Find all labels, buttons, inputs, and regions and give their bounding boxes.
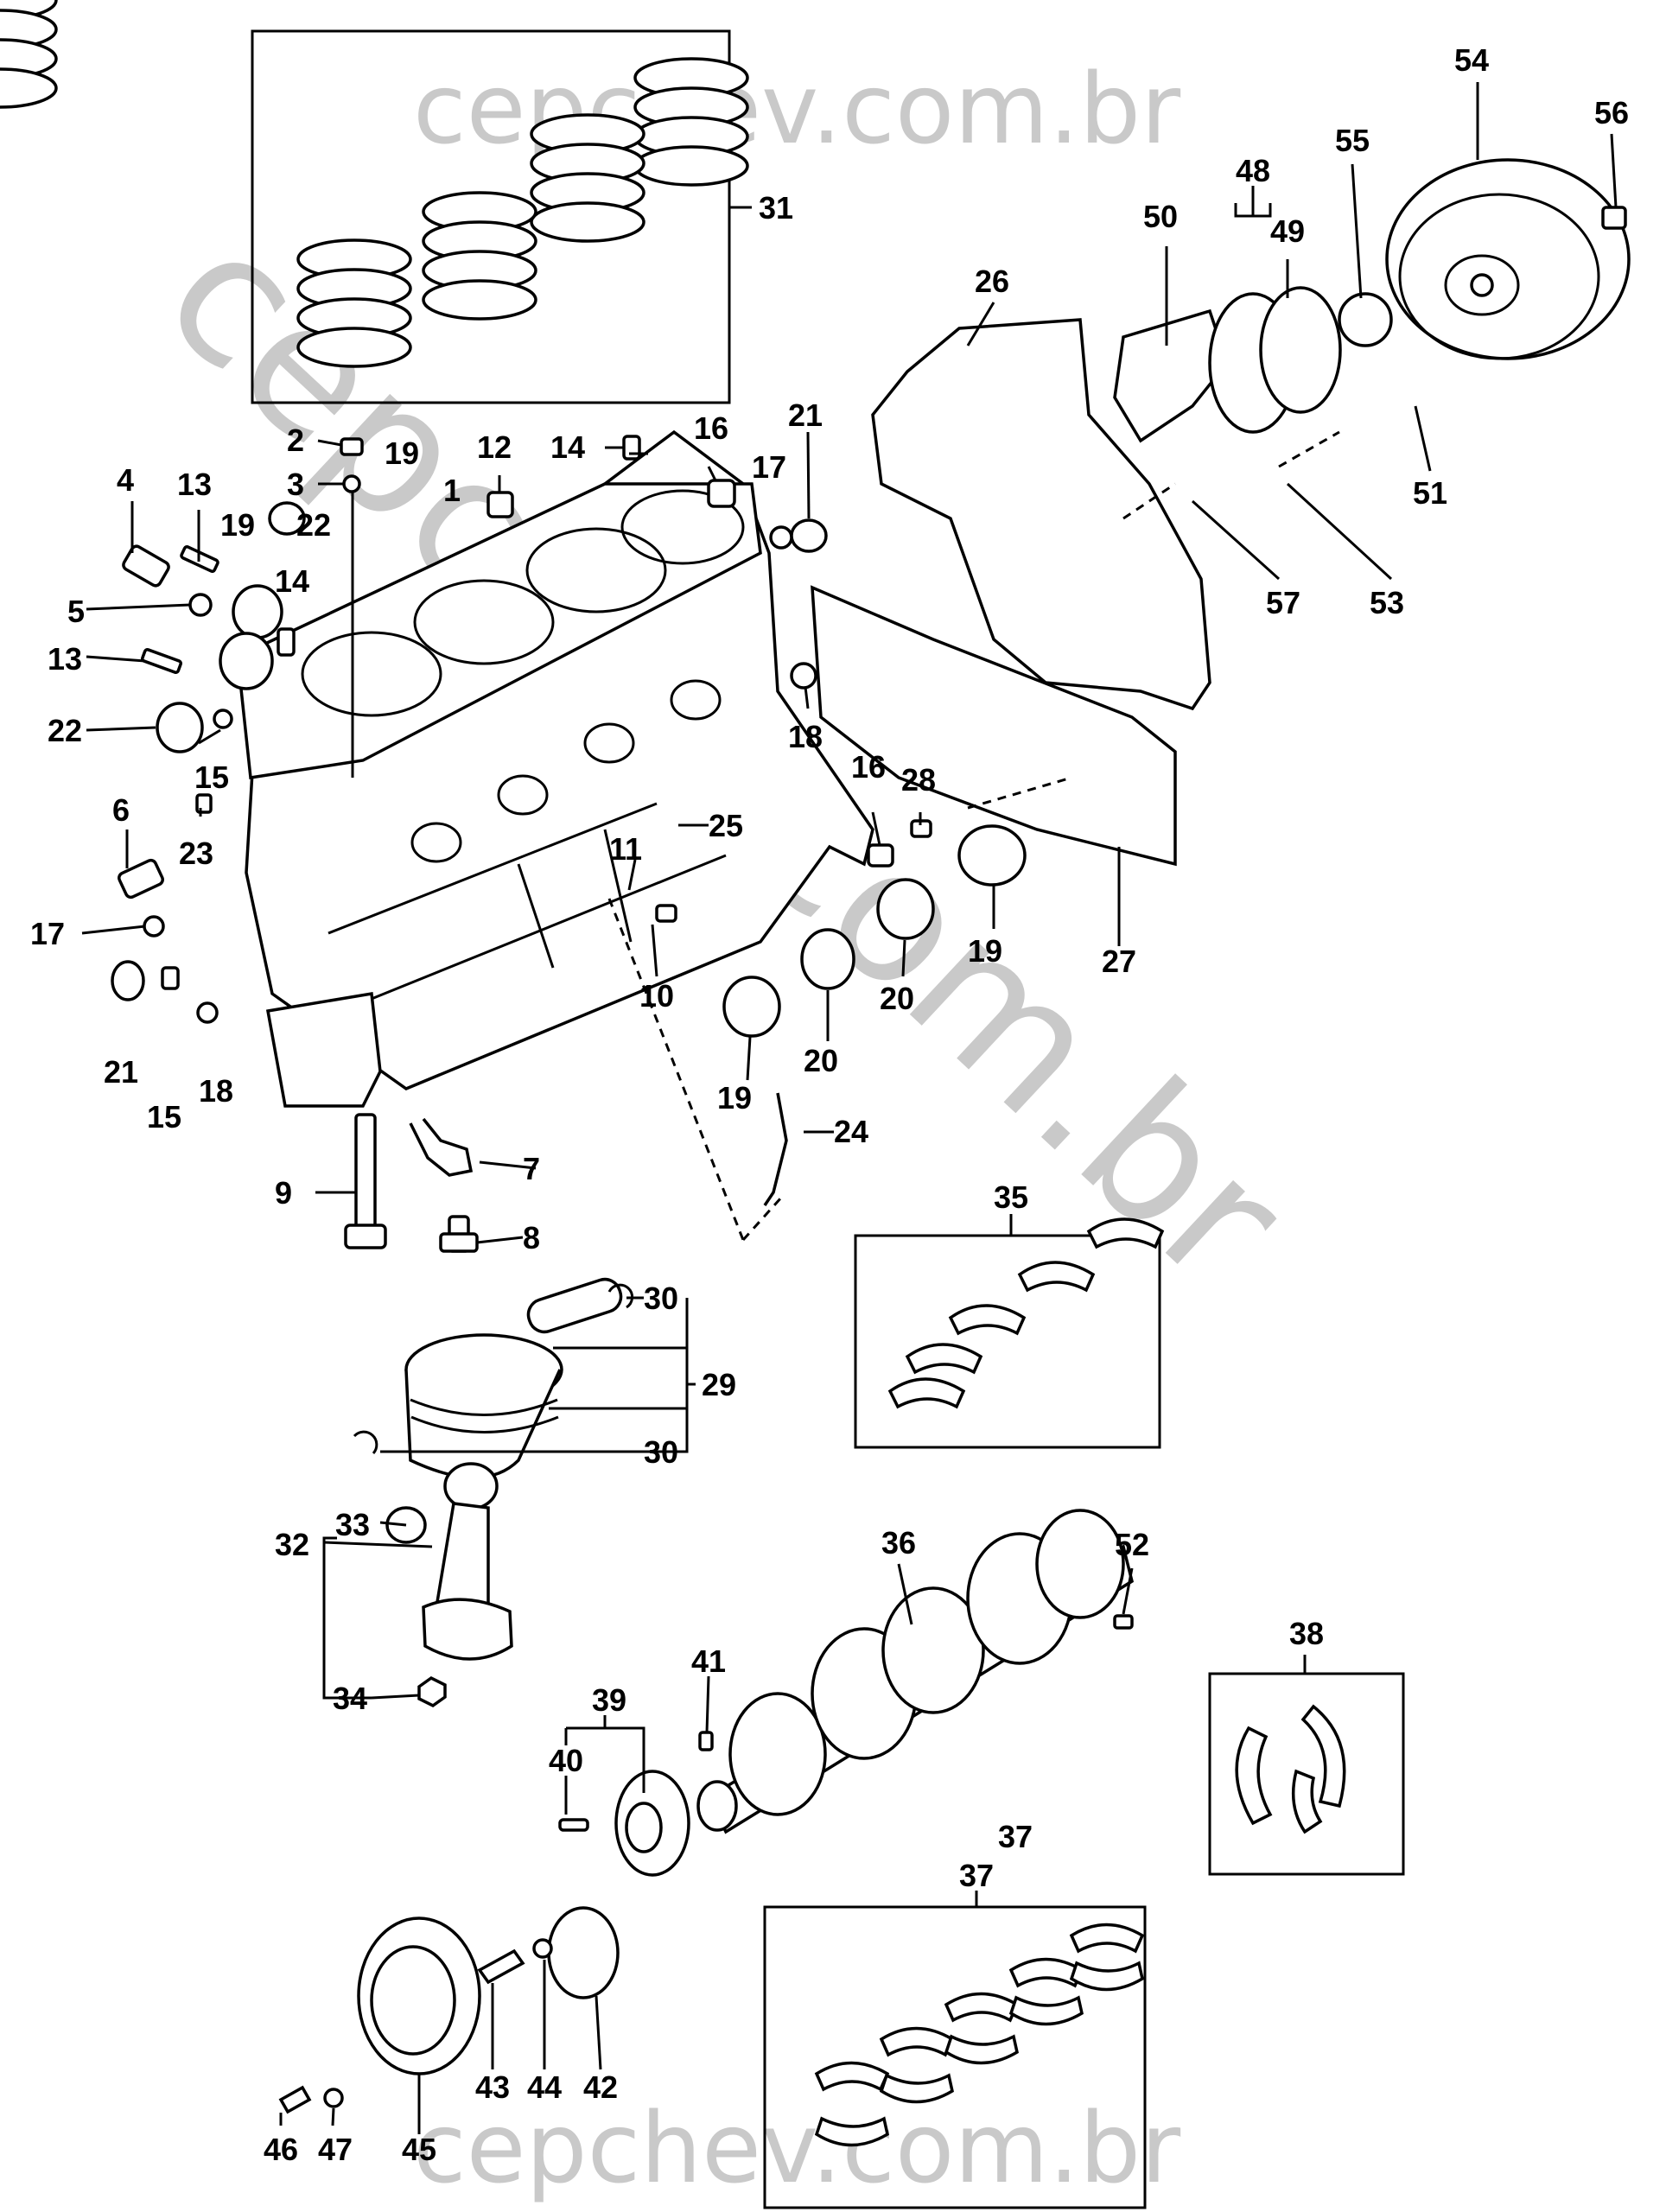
part-label-13-left: 13 (48, 641, 82, 677)
leader-lines (81, 82, 1618, 2134)
part-label-55: 55 (1335, 123, 1370, 158)
part-label-19-left: 19 (220, 507, 255, 543)
part-label-42: 42 (583, 2069, 618, 2105)
front-parts-illustration (278, 1731, 714, 2114)
part-label-3: 3 (287, 467, 304, 502)
part-label-11: 11 (609, 831, 642, 867)
part-label-28: 28 (901, 762, 936, 798)
part-label-38: 38 (1289, 1616, 1324, 1651)
part-label-21-top: 21 (788, 397, 823, 433)
part-label-16-mid: 16 (851, 749, 886, 785)
thrust-bearing-box (1208, 1672, 1405, 1876)
part-label-17-top: 17 (752, 449, 786, 485)
part-label-44: 44 (527, 2069, 562, 2105)
part-label-20-mid: 20 (804, 1043, 838, 1078)
piston-ring-set-box (251, 29, 731, 404)
part-label-37-outer: 37 (998, 1819, 1033, 1854)
part-label-12: 12 (477, 429, 512, 465)
part-label-13-top: 13 (177, 467, 212, 502)
part-label-35: 35 (994, 1179, 1028, 1215)
part-label-57: 57 (1266, 585, 1300, 620)
part-label-18-mid: 18 (788, 719, 823, 754)
part-label-15-top: 15 (194, 760, 229, 795)
piston-rings-illustration (0, 0, 749, 368)
conrod-bearings-illustration (887, 1217, 1165, 1409)
part-label-32: 32 (275, 1527, 309, 1562)
part-label-50: 50 (1143, 199, 1178, 234)
part-label-45: 45 (402, 2132, 436, 2167)
part-label-18-left: 18 (199, 1073, 233, 1109)
main-bearings-illustration (814, 1923, 1145, 2147)
part-label-23: 23 (179, 836, 213, 871)
engine-block-illustration (236, 429, 874, 1108)
part-label-43: 43 (475, 2069, 510, 2105)
part-label-8: 8 (523, 1220, 540, 1255)
part-label-49: 49 (1270, 213, 1305, 249)
part-label-6: 6 (112, 792, 130, 828)
part-label-31: 31 (759, 190, 793, 226)
camshaft-bearings-illustration (655, 819, 1027, 1038)
part-label-53: 53 (1370, 585, 1404, 620)
part-label-21-left: 21 (104, 1054, 138, 1090)
thrust-bearings-illustration (1235, 1704, 1346, 1834)
part-label-47: 47 (318, 2132, 353, 2167)
part-label-34: 34 (333, 1681, 367, 1716)
oil-tube-illustration (607, 430, 1340, 1242)
part-label-29: 29 (702, 1367, 736, 1402)
piston-illustration (353, 1277, 634, 1479)
flywheel-illustration (1385, 158, 1631, 360)
part-label-9: 9 (275, 1175, 292, 1211)
main-cap-illustration (344, 1113, 479, 1253)
part-label-16-top: 16 (694, 410, 728, 446)
part-label-22-left: 22 (48, 713, 82, 748)
part-number-labels: 31 2 3 19 12 1 14 16 21 17 4 13 19 22 5 … (30, 42, 1629, 2167)
part-label-24: 24 (834, 1114, 868, 1149)
part-label-33: 33 (335, 1507, 370, 1542)
part-label-56: 56 (1594, 95, 1629, 130)
part-label-7: 7 (523, 1151, 540, 1186)
part-label-40: 40 (549, 1743, 583, 1778)
watermark-bottom: cepchev.com.br (413, 2093, 1181, 2205)
part-label-37-box: 37 (959, 1858, 994, 1893)
part-label-27: 27 (1102, 944, 1136, 979)
block-fittings-illustration (111, 435, 828, 1024)
part-label-19-mid: 19 (717, 1080, 752, 1116)
part-label-52: 52 (1115, 1527, 1149, 1562)
part-label-4: 4 (117, 462, 134, 498)
part-label-54: 54 (1454, 42, 1489, 78)
part-label-10: 10 (639, 978, 674, 1014)
part-label-1: 1 (443, 473, 461, 508)
part-label-15-left: 15 (147, 1099, 181, 1135)
connecting-rod-bearing-box (854, 1234, 1161, 1449)
part-label-26: 26 (975, 264, 1009, 299)
part-label-14-left: 14 (275, 563, 309, 599)
part-label-5: 5 (67, 594, 85, 629)
part-label-19-right: 19 (968, 933, 1002, 969)
main-bearing-box (763, 1905, 1147, 2209)
part-label-17-left: 17 (30, 916, 65, 951)
rear-plate-illustration (811, 286, 1393, 867)
part-label-2: 2 (287, 423, 304, 458)
part-label-22-top: 22 (296, 507, 331, 543)
watermark-top: cepchev.com.br (413, 54, 1181, 166)
part-label-20-right: 20 (880, 981, 914, 1016)
connecting-rod-illustration (385, 1462, 513, 1708)
part-label-30-bottom: 30 (644, 1434, 678, 1470)
crankshaft-illustration (696, 1509, 1135, 1834)
part-label-48: 48 (1236, 153, 1270, 188)
part-label-46: 46 (264, 2132, 298, 2167)
part-label-25: 25 (709, 808, 743, 843)
part-label-14-top: 14 (550, 429, 585, 465)
part-label-41: 41 (691, 1643, 726, 1679)
part-label-30-top: 30 (644, 1281, 678, 1316)
part-label-51: 51 (1413, 475, 1447, 511)
part-label-39: 39 (592, 1682, 626, 1718)
part-label-36: 36 (881, 1525, 916, 1560)
part-label-19-top: 19 (385, 435, 419, 471)
